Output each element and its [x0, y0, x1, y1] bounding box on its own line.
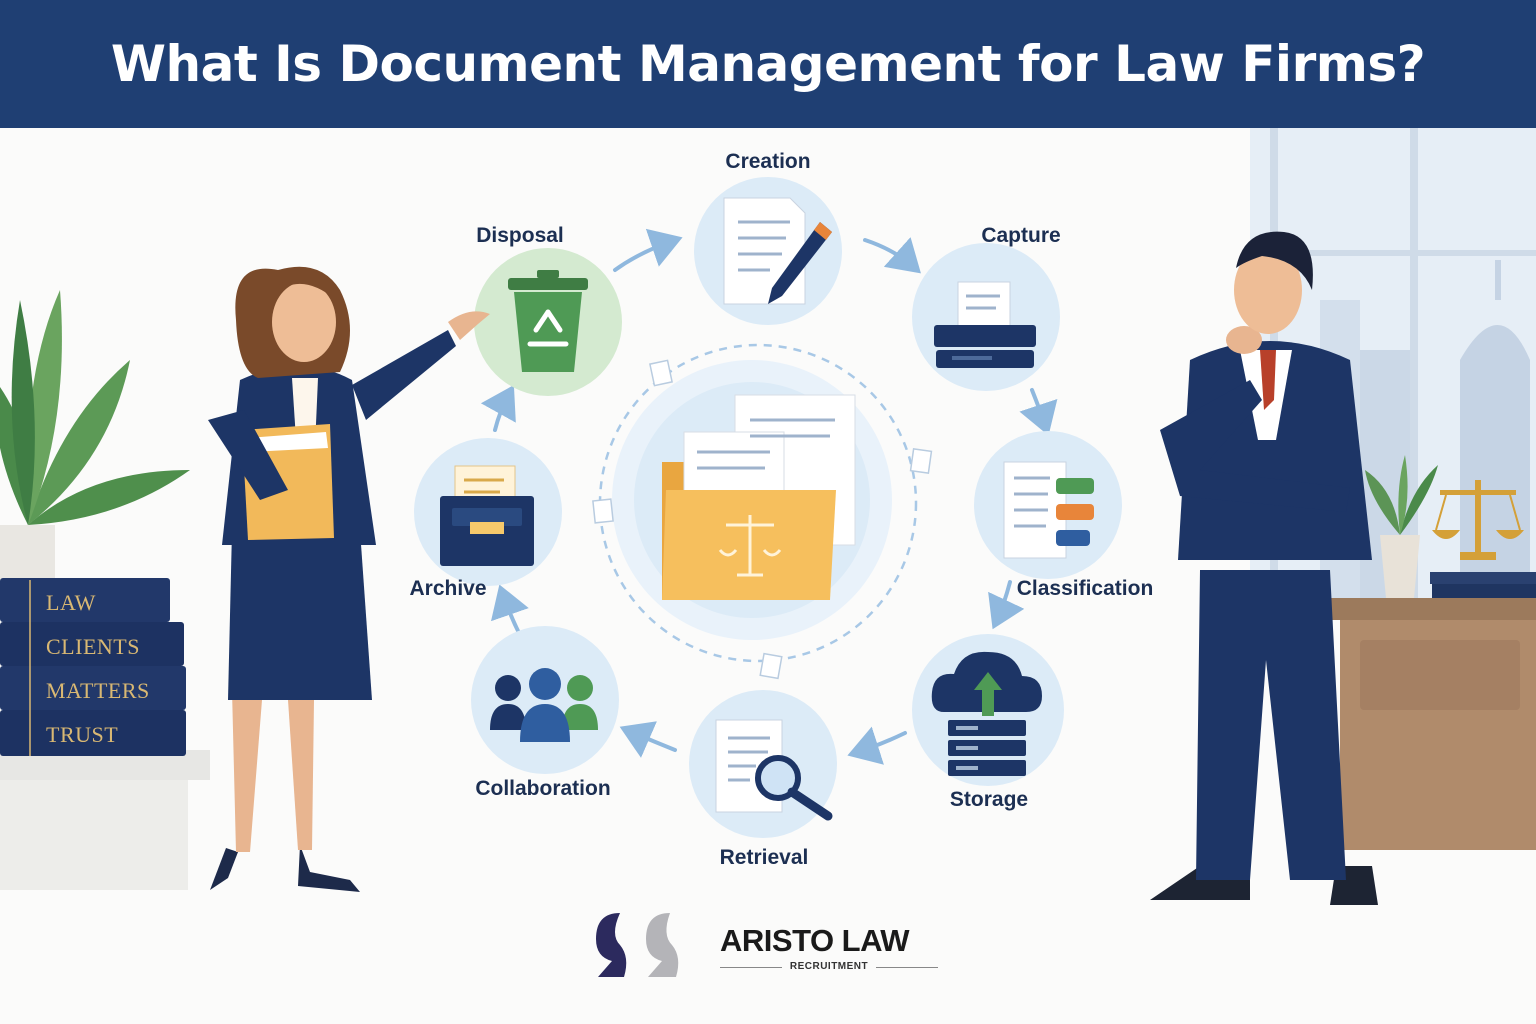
shelf — [0, 750, 210, 890]
stage-label-archive: Archive — [409, 577, 487, 600]
page-title: What Is Document Management for Law Firm… — [110, 35, 1426, 93]
stage-label-disposal: Disposal — [476, 224, 564, 247]
illustration-scene: LAW CLIENTS MATTERS TRUST — [0, 128, 1536, 905]
stage-creation — [694, 177, 842, 325]
cycle-arrows — [480, 228, 1058, 765]
desk — [1330, 455, 1536, 850]
legal-folder-icon — [662, 394, 856, 600]
woman-figure — [208, 266, 490, 892]
document-pencil-icon — [723, 197, 832, 305]
scanner-icon — [934, 281, 1036, 368]
desk-plant — [1365, 455, 1438, 598]
stage-storage — [912, 634, 1064, 786]
book-title: MATTERS — [46, 678, 150, 703]
stage-disposal — [474, 248, 622, 396]
scales-icon — [1432, 480, 1524, 560]
stage-retrieval — [689, 690, 837, 838]
stage-label-retrieval: Retrieval — [719, 846, 809, 869]
aristo-law-logo: ARISTO LAW RECRUITMENT — [590, 905, 950, 985]
title-banner: What Is Document Management for Law Firm… — [0, 0, 1536, 128]
law-books: LAW CLIENTS MATTERS TRUST — [0, 578, 186, 756]
stage-label-creation: Creation — [725, 150, 811, 173]
stage-label-classification: Classification — [1016, 577, 1154, 600]
logo-name: ARISTO LAW — [720, 923, 910, 958]
logo-subtitle: RECRUITMENT — [720, 961, 938, 972]
stage-capture — [912, 243, 1060, 391]
book-title: LAW — [46, 590, 96, 615]
center-hub — [598, 343, 918, 663]
tagged-document-icon — [1003, 461, 1094, 559]
stage-label-storage: Storage — [949, 788, 1029, 811]
document-search-icon — [715, 719, 833, 821]
floating-docs — [592, 359, 933, 680]
stage-label-capture: Capture — [981, 224, 1061, 247]
potted-plant — [0, 290, 190, 580]
cloud-server-icon — [931, 651, 1042, 776]
team-icon — [490, 668, 598, 742]
stage-classification — [974, 431, 1122, 579]
book-title: CLIENTS — [46, 634, 140, 659]
stage-label-collaboration: Collaboration — [475, 777, 611, 800]
book-title: TRUST — [46, 722, 118, 747]
stage-collaboration — [471, 626, 619, 774]
stage-archive — [414, 438, 562, 586]
recycle-bin-icon — [508, 270, 588, 372]
logo-mark-icon — [596, 913, 679, 977]
archive-box-icon — [440, 465, 534, 566]
man-figure — [1150, 231, 1378, 905]
